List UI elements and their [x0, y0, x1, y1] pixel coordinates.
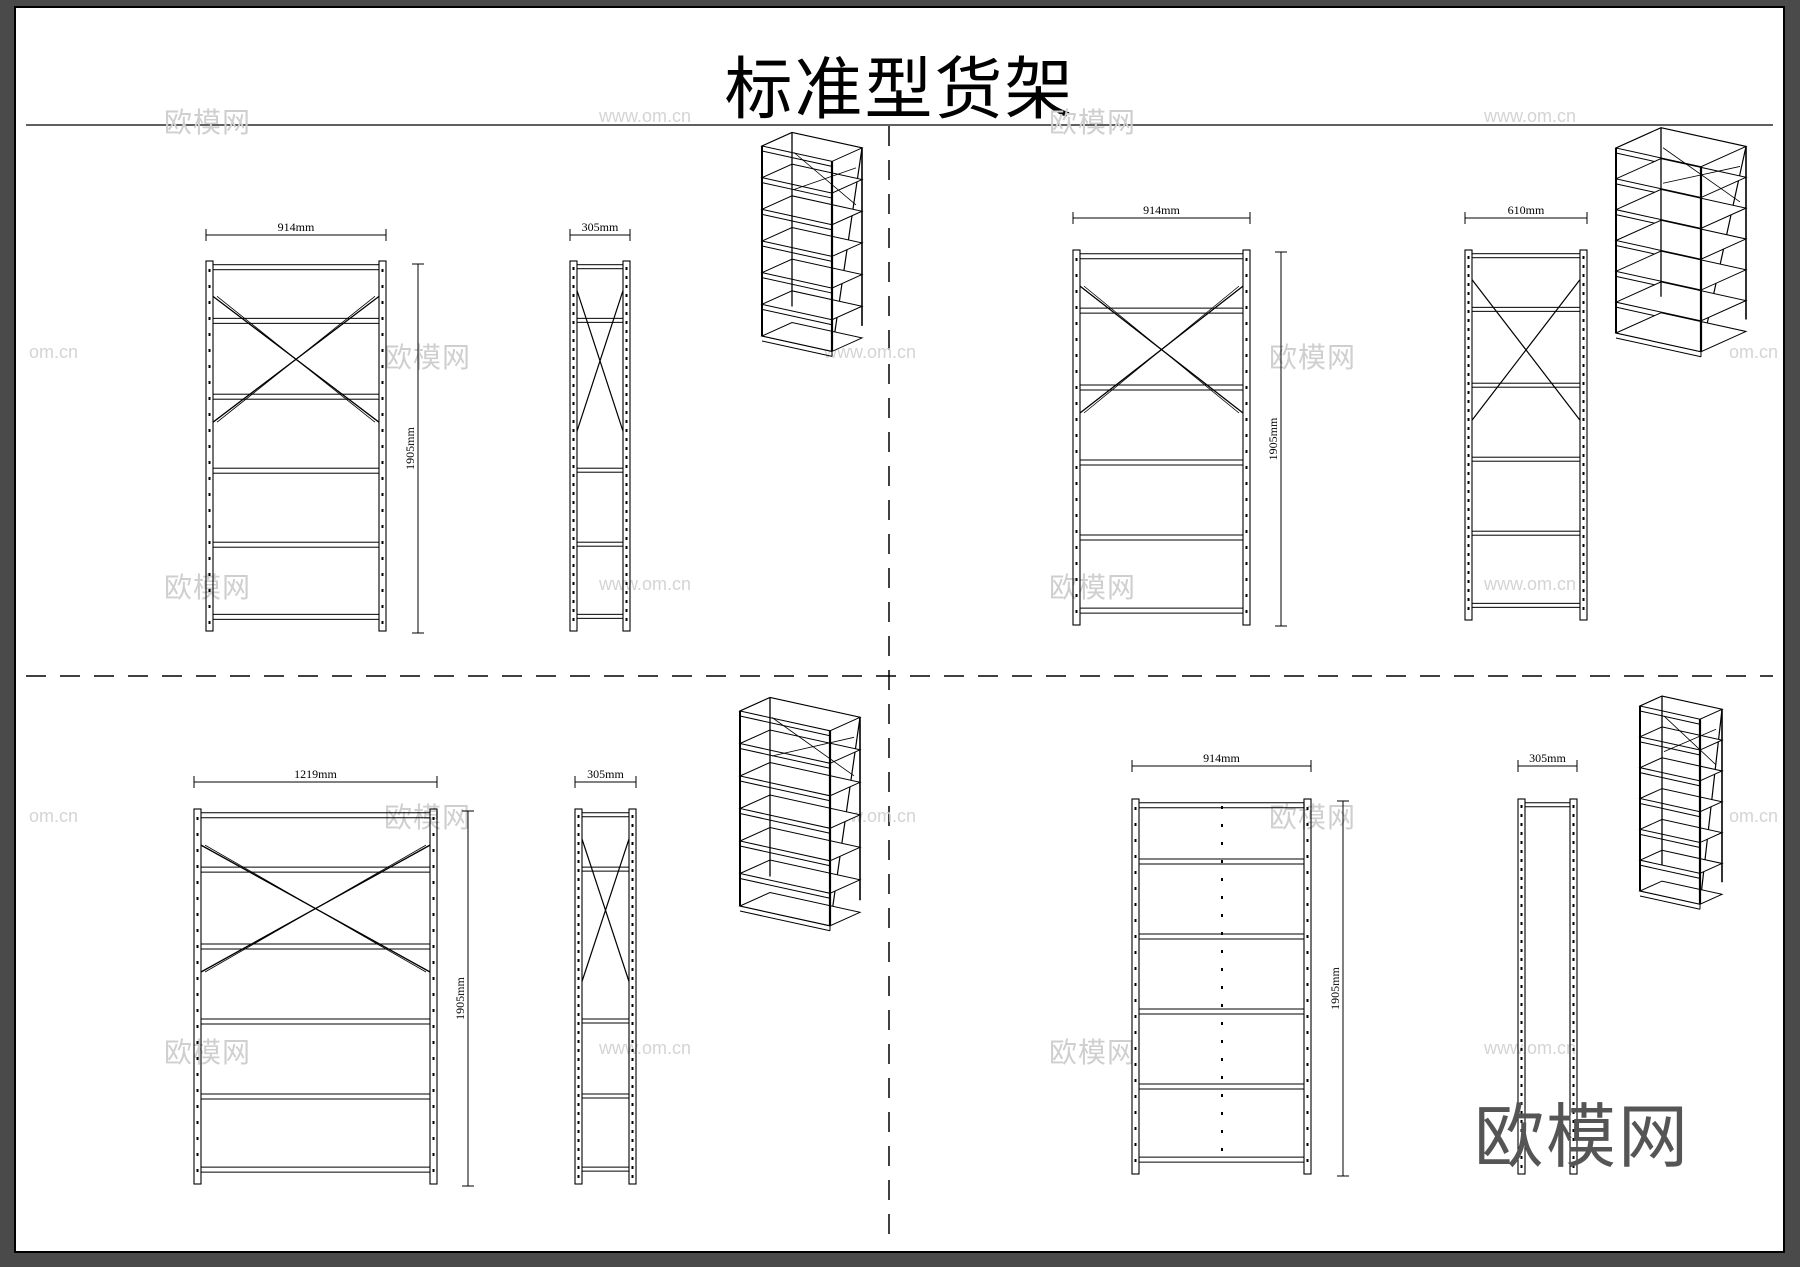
dimension-height: 1905mm	[403, 263, 424, 634]
dimension-front-width: 914mm	[1131, 751, 1312, 772]
brand-watermark-large: 欧模网	[1474, 1096, 1690, 1178]
isometric-view	[1614, 127, 1748, 358]
dimension-height: 1905mm	[453, 810, 474, 1187]
dimension-label: 610mm	[1508, 203, 1545, 217]
dimension-height: 1905mm	[1266, 251, 1287, 627]
dimension-label: 305mm	[587, 767, 624, 781]
side-view	[1517, 798, 1578, 1175]
dimension-label: 305mm	[1529, 751, 1566, 765]
shelf-drawings: 914mm 1905mm 305mm 914mm 1905mm 610mm 1219mm 19…	[193, 127, 1748, 1187]
dimension-label: 914mm	[1143, 203, 1180, 217]
dimension-label: 1905mm	[403, 427, 417, 470]
isometric-view	[1638, 695, 1724, 910]
dimension-side-depth: 305mm	[569, 220, 631, 241]
dimension-label: 914mm	[278, 220, 315, 234]
dimension-side-depth: 610mm	[1464, 203, 1588, 224]
dimension-height: 1905mm	[1328, 800, 1349, 1177]
dimension-side-depth: 305mm	[1517, 751, 1578, 772]
dimension-front-width: 1219mm	[193, 767, 438, 788]
dimension-label: 1219mm	[294, 767, 337, 781]
dimension-label: 1905mm	[453, 977, 467, 1020]
front-view	[193, 808, 438, 1185]
dimension-label: 1905mm	[1266, 417, 1280, 460]
front-view	[1072, 249, 1251, 626]
dimension-label: 1905mm	[1328, 967, 1342, 1010]
dimension-label: 305mm	[582, 220, 619, 234]
drawing-sheet: 标准型货架 欧模网 欧模网 欧模网 欧模网 欧模网 欧模网 欧模网 欧模网 欧模…	[14, 6, 1785, 1253]
dimension-side-depth: 305mm	[574, 767, 637, 788]
drawing-frame	[14, 6, 1785, 1253]
side-view	[569, 260, 631, 632]
isometric-view	[760, 131, 864, 357]
dimension-front-width: 914mm	[1072, 203, 1251, 224]
dimension-front-width: 914mm	[205, 220, 387, 241]
dimension-label: 914mm	[1203, 751, 1240, 765]
page-title: 标准型货架	[724, 51, 1075, 130]
front-view	[1131, 798, 1312, 1175]
isometric-view	[738, 696, 862, 932]
front-view	[205, 260, 387, 632]
side-view	[1464, 249, 1588, 621]
center-hole-line	[1221, 806, 1223, 1151]
side-view	[574, 808, 637, 1185]
